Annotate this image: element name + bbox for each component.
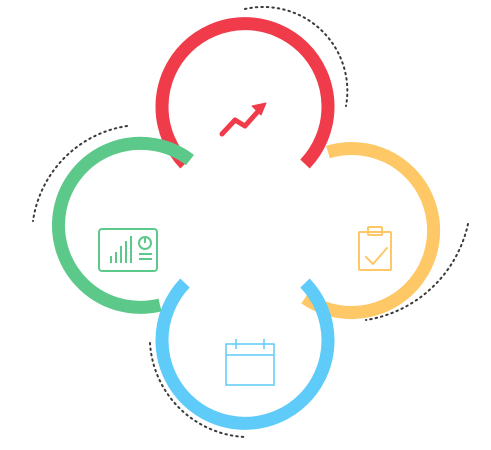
ring-arcs: [51, 17, 441, 430]
dashboard-chart-icon: [98, 228, 158, 272]
clipboard-check-icon: [358, 226, 392, 271]
ring-right: [301, 142, 441, 319]
dotted-arcs: [32, 6, 469, 438]
ring-bottom: [155, 278, 335, 430]
trend-up-arrow-icon: [219, 102, 267, 137]
dotted-arc-right: [365, 223, 469, 321]
ring-top: [155, 17, 335, 169]
calendar-icon: [225, 339, 275, 386]
dotted-arc-left: [32, 125, 128, 222]
dotted-arc-top: [244, 6, 349, 107]
ring-left: [51, 136, 194, 314]
dotted-arc-bottom: [149, 342, 246, 438]
